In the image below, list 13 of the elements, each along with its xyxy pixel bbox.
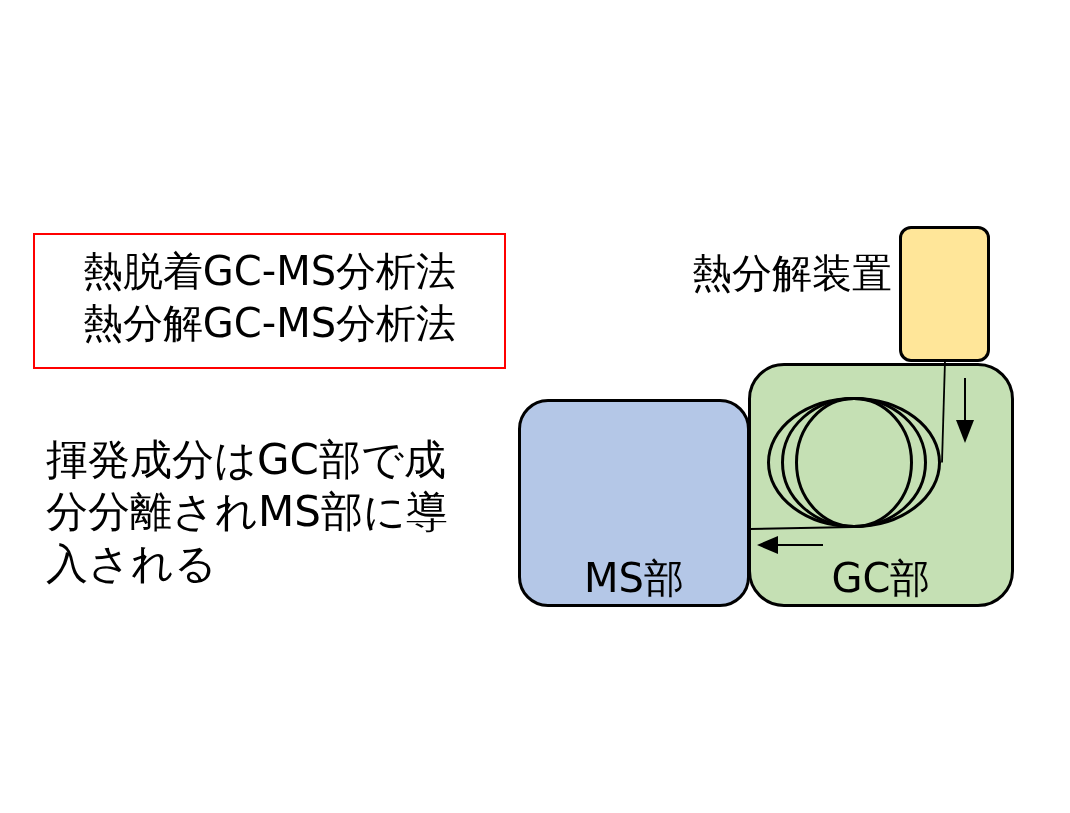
ms-unit-box [518, 399, 750, 607]
column-tube [749, 526, 855, 530]
column-tube [941, 361, 946, 464]
column-coil [768, 397, 942, 528]
component-label: 熱分解装置 [692, 249, 892, 298]
note-frame [33, 233, 506, 369]
description-text: 揮発成分はGC部で成分分離されMS部に導入される [46, 434, 449, 590]
pyrolyzer-box [899, 226, 990, 362]
method-title: 熱脱着GC-MS分析法 [82, 247, 457, 296]
unit-label: MS部 [584, 554, 684, 602]
gc-unit-box [748, 363, 1014, 607]
method-title: 熱分解GC-MS分析法 [82, 299, 457, 348]
unit-label: GC部 [831, 554, 931, 602]
